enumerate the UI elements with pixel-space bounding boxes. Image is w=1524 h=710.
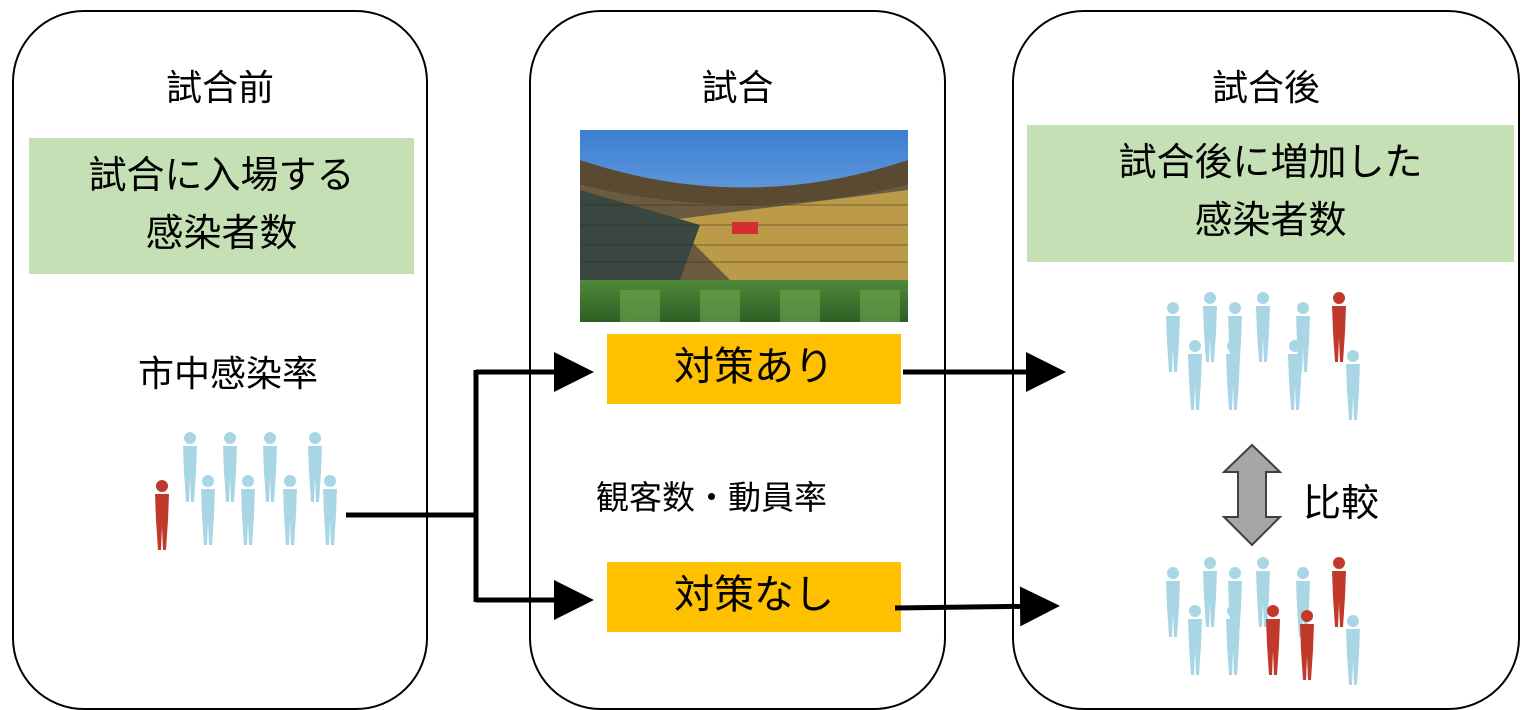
person-healthy-icon xyxy=(1296,567,1310,637)
person-healthy-icon xyxy=(1226,340,1240,410)
person-healthy-icon xyxy=(1346,615,1360,685)
person-healthy-icon xyxy=(263,432,277,502)
with-measures-box: 対策あり xyxy=(607,334,901,404)
person-healthy-icon xyxy=(1288,340,1302,410)
panel-title-match: 試合 xyxy=(701,68,774,109)
increased-infected-box: 試合後に増加した 感染者数 xyxy=(1027,125,1514,262)
person-infected-icon xyxy=(155,480,169,550)
person-infected-icon xyxy=(1332,292,1346,362)
person-healthy-icon xyxy=(1188,340,1202,410)
panel-title-after: 試合後 xyxy=(1211,68,1320,109)
audience-size-label: 観客数・動員率 xyxy=(596,478,827,517)
person-healthy-icon xyxy=(1203,557,1217,627)
infected-entering-line1: 試合に入場する xyxy=(88,153,355,197)
compare-label: 比較 xyxy=(1303,481,1380,525)
person-infected-icon xyxy=(1300,610,1314,680)
person-healthy-icon xyxy=(308,432,322,502)
person-healthy-icon xyxy=(1188,605,1202,675)
increased-infected-line2: 感染者数 xyxy=(1194,198,1347,242)
person-healthy-icon xyxy=(1256,557,1270,627)
panel-before-match: 試合前 xyxy=(12,10,428,710)
person-healthy-icon xyxy=(1226,605,1240,675)
without-measures-box: 対策なし xyxy=(607,562,901,632)
person-healthy-icon xyxy=(201,475,215,545)
with-measures-crowd-illustration xyxy=(1166,292,1360,420)
community-infection-rate-label: 市中感染率 xyxy=(138,354,319,395)
stadium-image xyxy=(580,130,908,322)
increased-infected-line1: 試合後に増加した xyxy=(1118,140,1423,184)
infected-entering-box: 試合に入場する 感染者数 xyxy=(29,138,414,274)
panel-title-before: 試合前 xyxy=(165,68,274,109)
without-measures-crowd-illustration xyxy=(1166,557,1360,685)
person-infected-icon xyxy=(1332,557,1346,627)
person-healthy-icon xyxy=(323,475,337,545)
community-crowd-illustration xyxy=(155,432,337,550)
person-healthy-icon xyxy=(1166,302,1180,372)
person-healthy-icon xyxy=(1346,350,1360,420)
person-healthy-icon xyxy=(241,475,255,545)
person-healthy-icon xyxy=(1166,567,1180,637)
person-healthy-icon xyxy=(283,475,297,545)
person-healthy-icon xyxy=(223,432,237,502)
infected-entering-line2: 感染者数 xyxy=(145,211,298,255)
person-healthy-icon xyxy=(183,432,197,502)
person-infected-icon xyxy=(1266,605,1280,675)
person-healthy-icon xyxy=(1256,292,1270,362)
person-healthy-icon xyxy=(1203,292,1217,362)
